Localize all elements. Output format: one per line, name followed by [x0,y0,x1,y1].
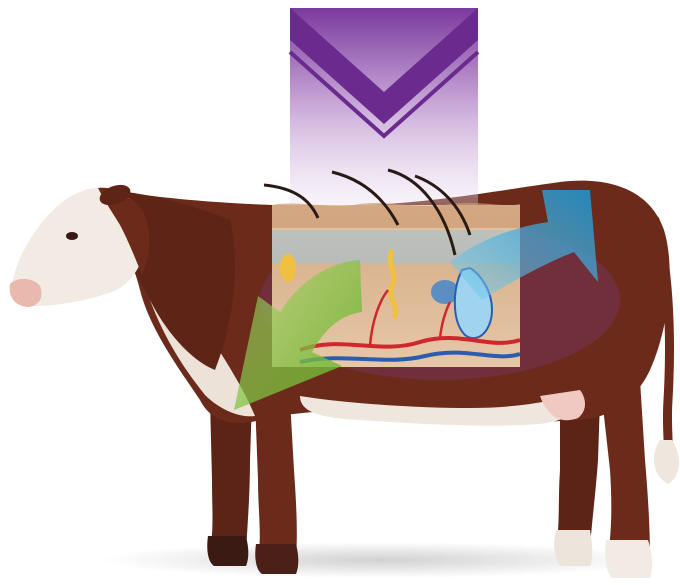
cow-nose [10,279,42,307]
incoming-band [290,8,478,223]
cow-rear-hoof [605,540,652,578]
cow-front-leg-right [255,400,297,558]
cow-front-hoof-2 [255,544,298,574]
cow-front-hoof [207,536,248,566]
cow-rear-hoof-2 [554,530,592,566]
sweat-gland-left [280,254,296,282]
cow-tail-tuft [654,440,679,484]
cow-eye [66,232,78,240]
